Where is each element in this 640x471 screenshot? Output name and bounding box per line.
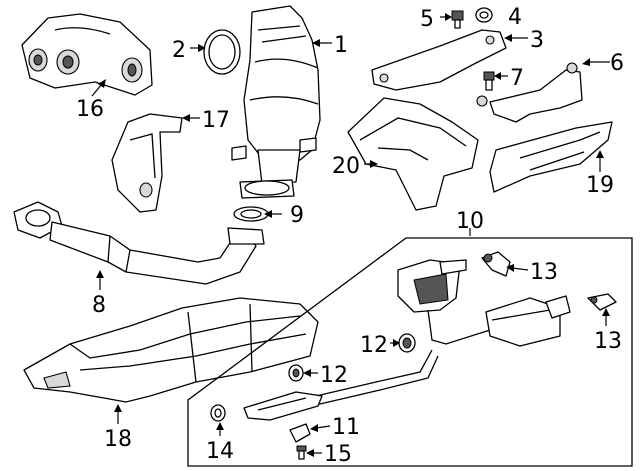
part-14-gasket[interactable] [210, 404, 226, 422]
part-3-bracket[interactable] [371, 29, 507, 91]
part-1-catalytic-converter[interactable] [231, 5, 321, 199]
callout-9: 9 [290, 203, 304, 228]
part-17-heat-shield[interactable] [111, 113, 183, 213]
part-19-heat-shield[interactable] [489, 121, 613, 193]
part-16-manifold-heat-shield[interactable] [21, 13, 153, 96]
callout-16: 16 [76, 97, 104, 122]
callout-12b: 12 [320, 363, 348, 388]
callout-18: 18 [104, 427, 132, 452]
callout-11: 11 [332, 415, 360, 440]
callout-13b: 13 [594, 329, 622, 354]
callout-20: 20 [332, 154, 360, 179]
part-8-front-pipe[interactable] [13, 201, 265, 285]
callout-13a: 13 [530, 260, 558, 285]
callout-6: 6 [610, 51, 624, 76]
callout-4: 4 [508, 5, 522, 30]
callout-14: 14 [206, 439, 234, 464]
part-5-bolt[interactable] [451, 10, 464, 29]
part-11-pipe-section[interactable] [243, 391, 323, 421]
callout-1: 1 [334, 33, 348, 58]
callout-15: 15 [324, 442, 352, 467]
callout-8: 8 [92, 293, 106, 318]
callout-7: 7 [510, 66, 524, 91]
part-13-hanger-a[interactable] [481, 251, 511, 277]
callout-2: 2 [172, 38, 186, 63]
callout-labels: 1 2 3 4 5 6 7 8 9 10 11 12 12 13 13 14 1… [76, 5, 624, 467]
part-10-muffler-assembly[interactable] [261, 259, 571, 413]
callout-17: 17 [202, 108, 230, 133]
part-11-clamp[interactable] [289, 423, 311, 443]
part-13-hanger-b[interactable] [587, 293, 617, 311]
leader-lines [91, 13, 610, 457]
callout-3: 3 [530, 28, 544, 53]
part-10-group-box [187, 237, 633, 467]
part-12-isolator-b[interactable] [288, 364, 304, 382]
part-9-gasket[interactable] [233, 206, 269, 222]
part-12-isolator-a[interactable] [398, 333, 416, 353]
callout-10: 10 [456, 209, 484, 234]
callout-5: 5 [420, 7, 434, 32]
part-4-washer[interactable] [475, 7, 493, 23]
part-2-gasket[interactable] [203, 29, 241, 75]
callout-12a: 12 [360, 333, 388, 358]
part-18-underbody-shield[interactable] [23, 297, 319, 403]
part-7-stud[interactable] [483, 71, 495, 91]
part-15-bolt[interactable] [296, 445, 307, 460]
part-20-heat-shield[interactable] [347, 97, 479, 211]
part-6-hanger-bracket[interactable] [476, 62, 583, 123]
callout-19: 19 [586, 173, 614, 198]
